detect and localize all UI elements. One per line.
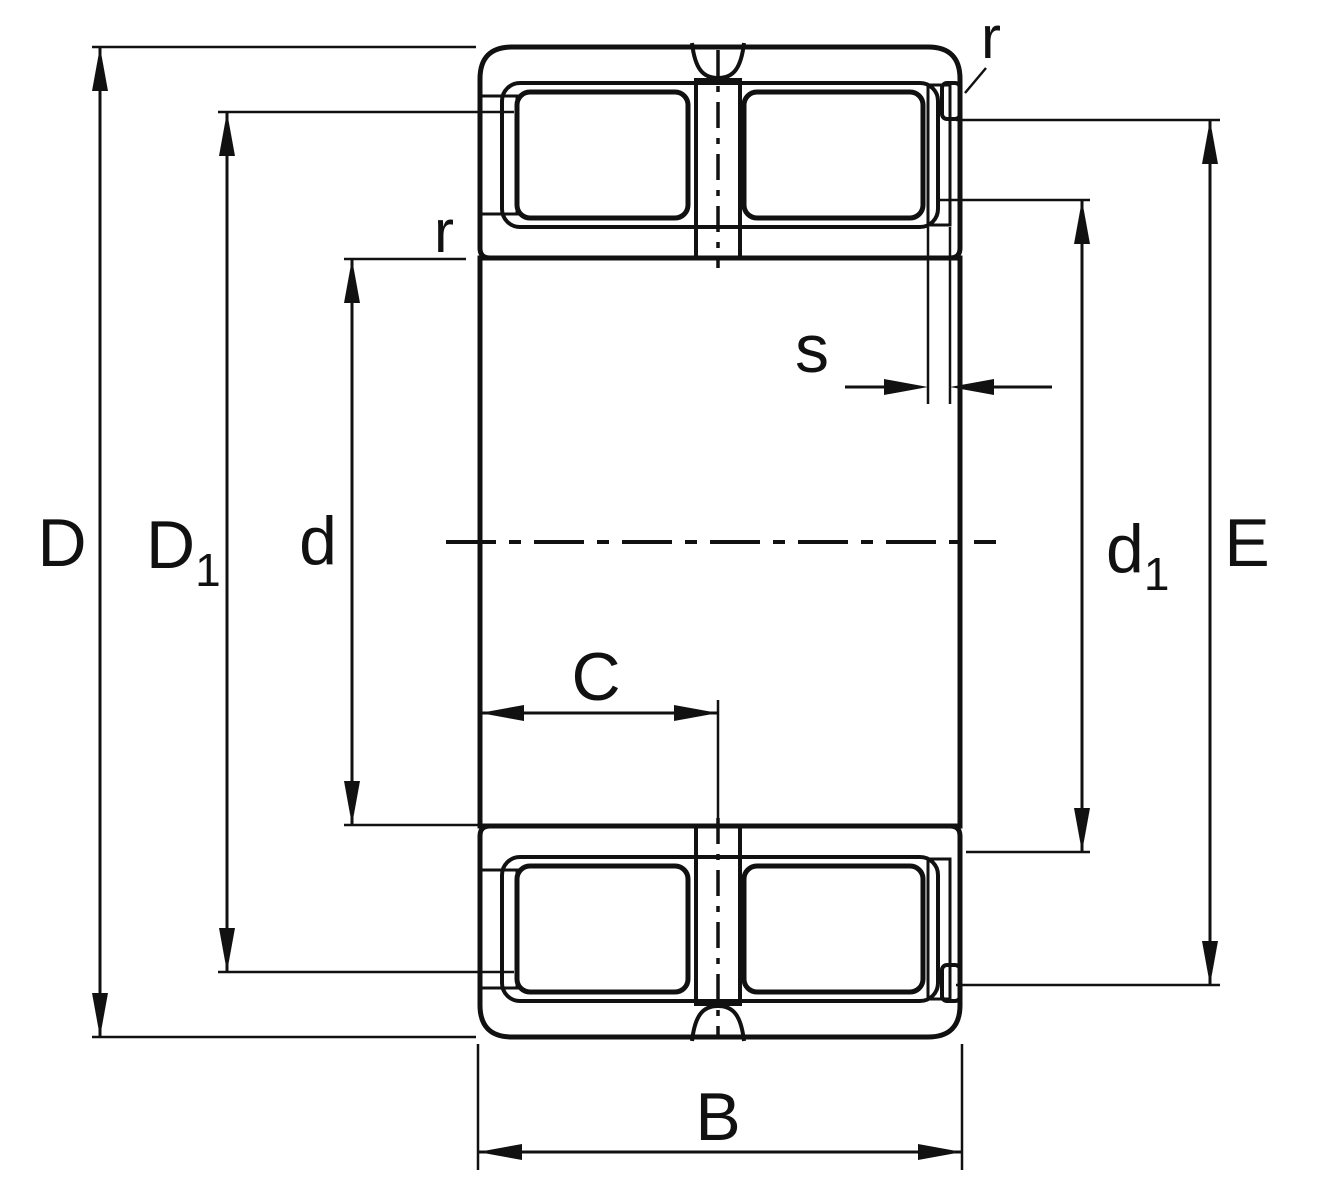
arrow-down-icon (344, 781, 360, 825)
arrow-up-icon (92, 47, 108, 91)
roller-right (741, 89, 926, 221)
leader-line-r-outer (964, 67, 987, 94)
dim-label-r-bore: r (434, 198, 454, 265)
roller-cavity (500, 81, 940, 229)
bearing-upper-half (477, 42, 963, 261)
dim-label-B: B (695, 1079, 740, 1155)
arrow-up-icon (1074, 200, 1090, 244)
dim-label-C: C (571, 639, 620, 715)
dim-label-r-outer: r (981, 4, 1001, 71)
arrow-left-icon (480, 705, 524, 721)
arrow-down-icon (1202, 941, 1218, 985)
dimension-E: E (956, 118, 1270, 987)
dimension-d1: d1 (938, 198, 1169, 854)
arrow-right-icon (918, 1144, 962, 1160)
arrow-down-icon (92, 993, 108, 1037)
dim-label-s: s (795, 311, 829, 387)
dim-label-D: D (37, 505, 86, 581)
dimension-C: C (480, 639, 718, 721)
dim-label-D1-base: D (146, 507, 195, 583)
dimension-B: B (476, 1044, 964, 1170)
arrow-left-icon (950, 379, 994, 395)
dim-label-D1-sub: 1 (195, 544, 221, 596)
dimension-s: s (795, 227, 1052, 404)
dimension-d: d (299, 257, 478, 827)
left-recess-pocket (479, 94, 519, 216)
roller-left (514, 89, 691, 221)
dim-label-E: E (1224, 505, 1269, 581)
arrow-up-icon (1202, 120, 1218, 164)
arrow-up-icon (219, 112, 235, 156)
arrow-down-icon (1074, 808, 1090, 852)
arrow-right-icon (674, 705, 718, 721)
bearing-lower-half (480, 826, 960, 1041)
arrow-down-icon (219, 928, 235, 972)
dim-label-d1-sub: 1 (1144, 548, 1170, 600)
snap-ring-groove (926, 83, 952, 227)
dim-label-d: d (299, 503, 337, 579)
dim-label-d1-base: d (1106, 511, 1144, 587)
snap-ring (940, 81, 962, 121)
dimension-D: D (37, 45, 476, 1039)
fillet-r-outer: r (964, 4, 1001, 94)
arrow-up-icon (344, 259, 360, 303)
arrow-right-icon (884, 379, 928, 395)
dim-label-D1: D1 (146, 507, 221, 596)
arrow-left-icon (478, 1144, 522, 1160)
dim-label-d1: d1 (1106, 511, 1169, 600)
dimension-D1: D1 (146, 110, 514, 974)
